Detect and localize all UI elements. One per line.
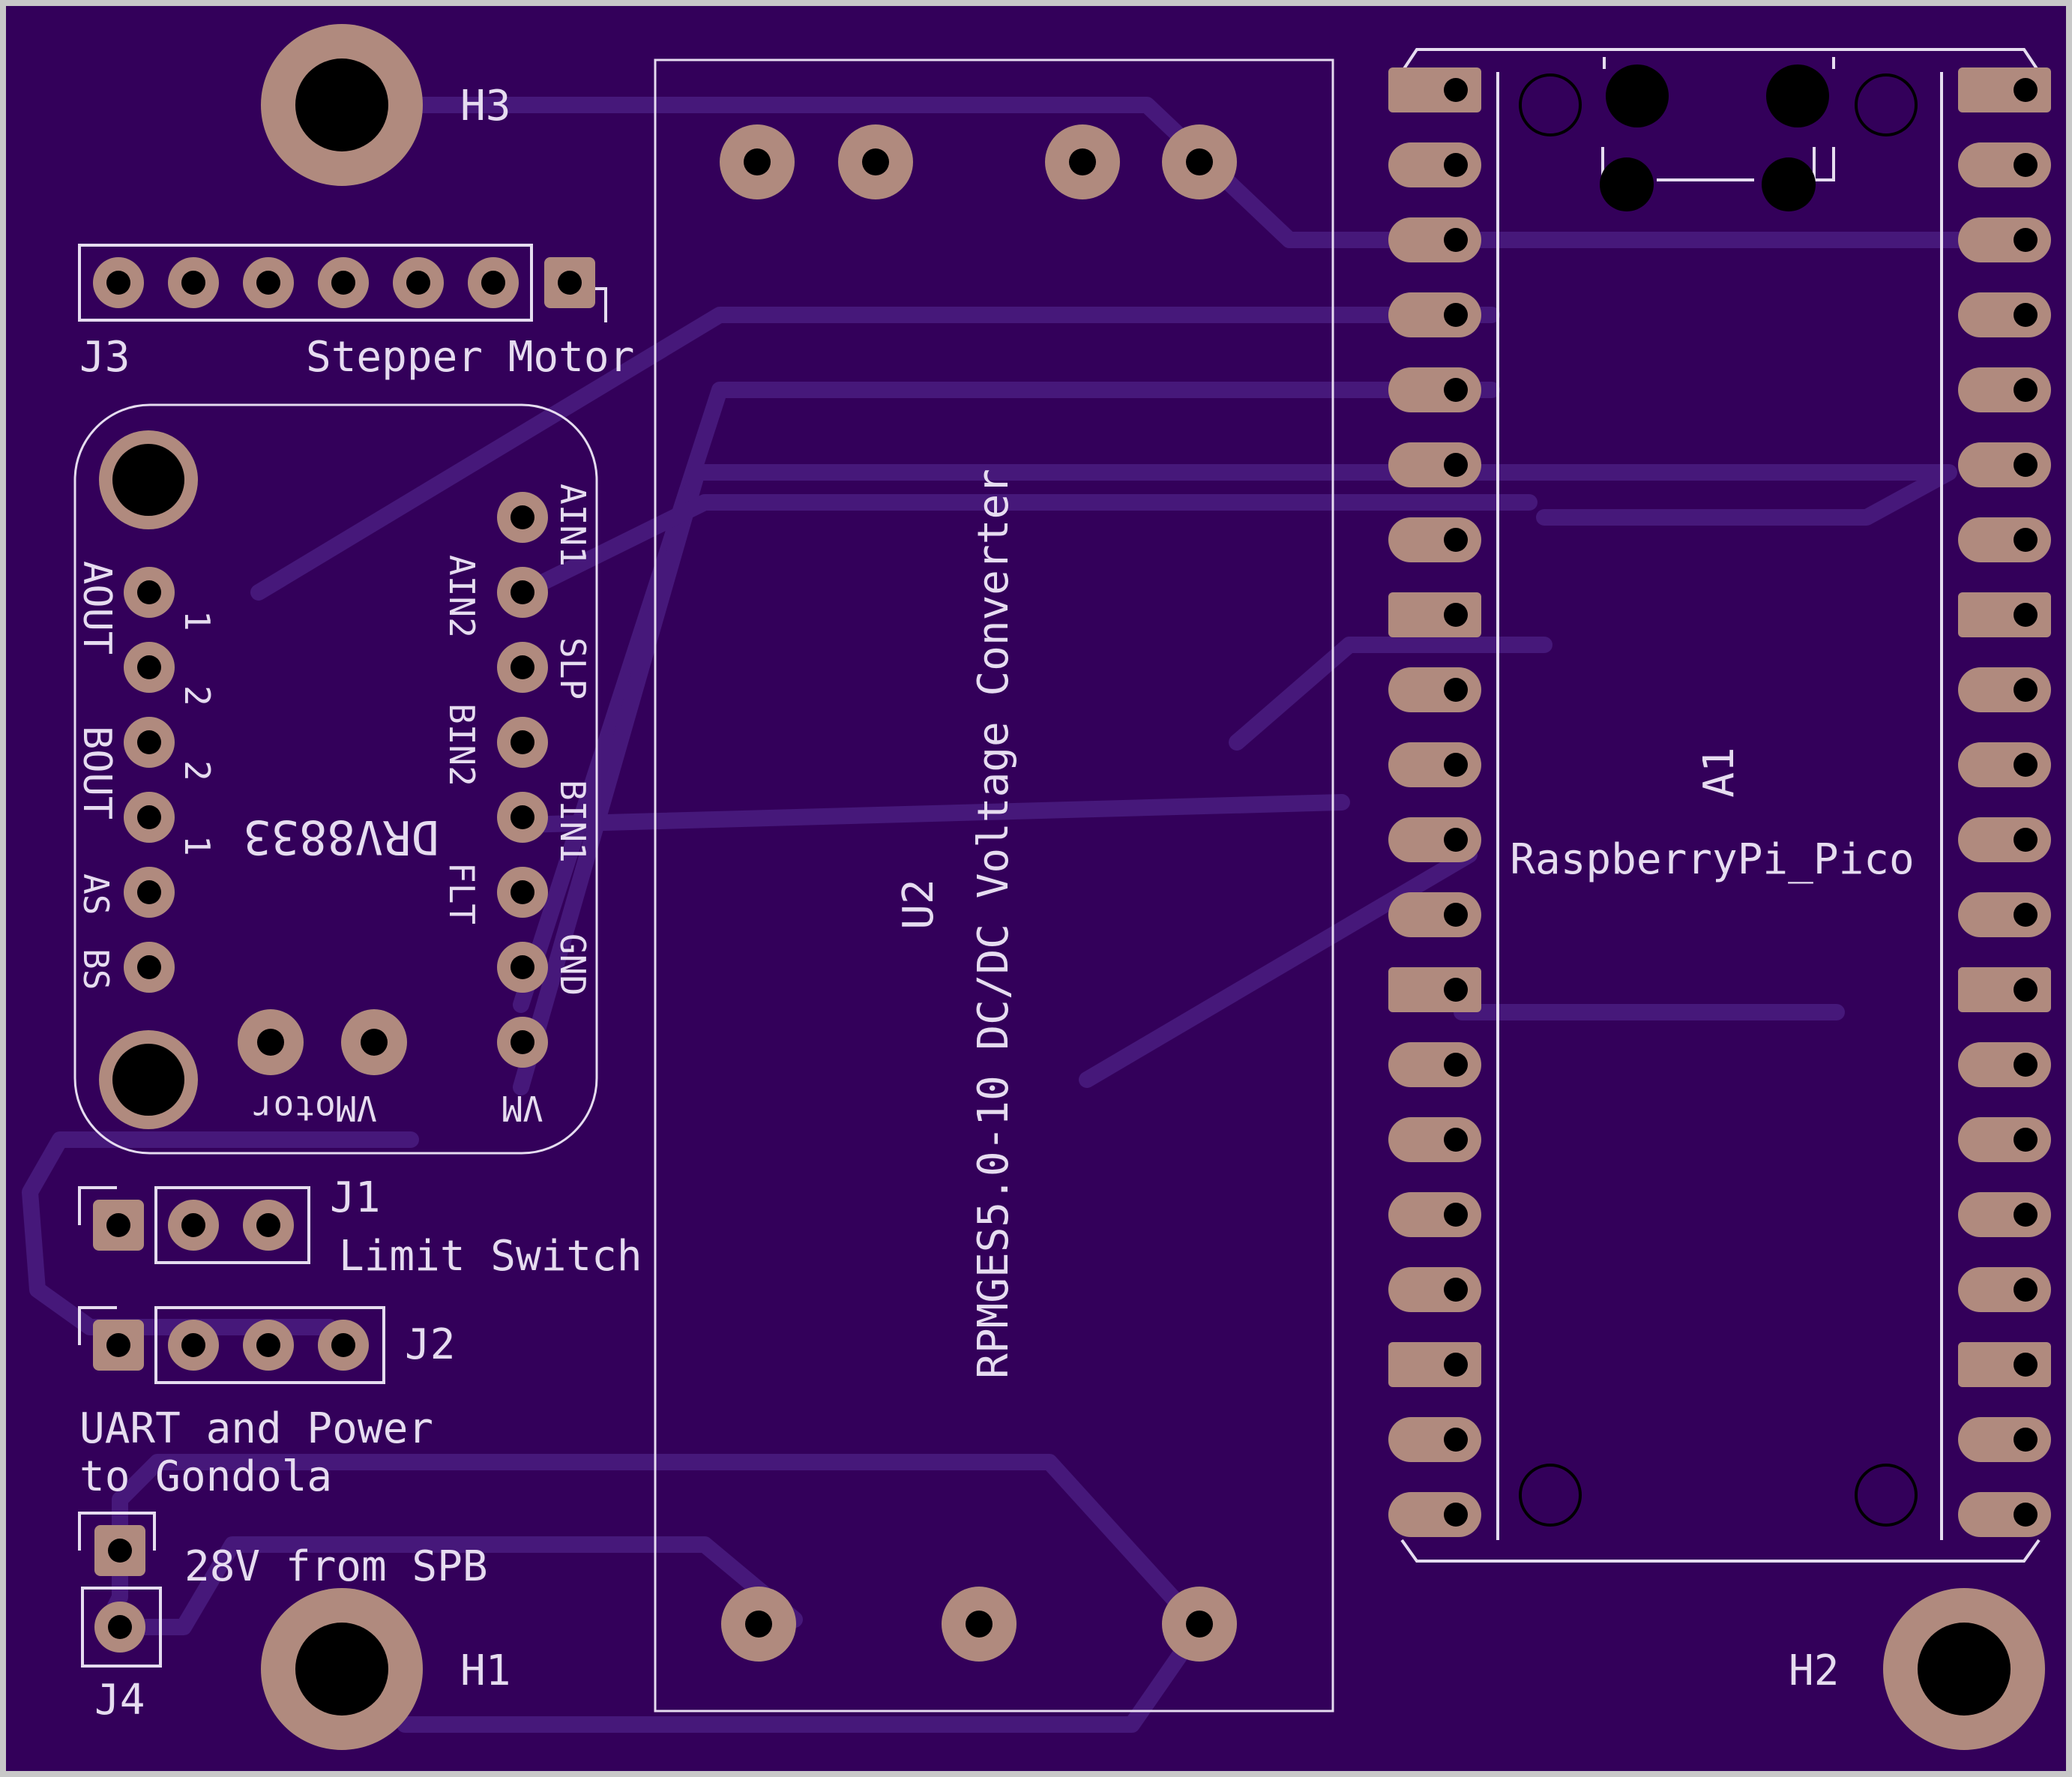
- j2-label-line1: UART and Power: [79, 1404, 433, 1453]
- pico-left-pin-drill: [1444, 528, 1468, 552]
- pico-right-pin-drill: [2014, 528, 2038, 552]
- h2-label: H2: [1789, 1647, 1839, 1695]
- copper-traces: [22, 97, 2002, 1733]
- j3-label: Stepper Motor: [306, 333, 634, 382]
- pico-left-pin-drill: [1444, 378, 1468, 402]
- j2-header: [78, 1306, 385, 1384]
- pico-left-pin-drill: [1444, 903, 1468, 927]
- drv-pin-vm: VM: [502, 1088, 543, 1128]
- pico-right-pin-drill: [2014, 1278, 2038, 1302]
- drv-aout: AOUT: [74, 561, 119, 655]
- pico-right-pin-drill: [2014, 603, 2038, 627]
- drv-pin-gnd: GND: [552, 933, 593, 996]
- pico-left-pin-drill: [1444, 978, 1468, 1002]
- pico-left-pin-drill: [1444, 1503, 1468, 1527]
- drv-pin-bin1: BIN1: [552, 780, 593, 863]
- drv-as-label: AS: [76, 874, 116, 915]
- pico-left-pin-row: [1388, 67, 1481, 1537]
- pico-left-pin-drill: [1444, 603, 1468, 627]
- pico-right-pin-row: [1958, 67, 2051, 1537]
- h3-label: H3: [460, 82, 511, 130]
- drv-pin-ain2: AIN2: [442, 555, 482, 638]
- j3-ref: J3: [79, 333, 130, 382]
- drv-bs-label: BS: [76, 948, 116, 990]
- pico-left-pin-drill: [1444, 1053, 1468, 1077]
- a1-value: RaspberryPi_Pico: [1510, 835, 1914, 884]
- pico-right-pin-drill: [2014, 753, 2038, 777]
- pico-left-pin-drill: [1444, 1428, 1468, 1452]
- drv-name: DRV8833: [243, 810, 439, 865]
- pico-left-pin-drill: [1444, 153, 1468, 177]
- a1-ref: A1: [1695, 747, 1744, 797]
- h1-label: H1: [460, 1647, 511, 1695]
- drv-pin-bin2: BIN2: [442, 703, 482, 787]
- drv-aout-pin-2: 2: [177, 685, 217, 706]
- drv8833-module: [73, 403, 598, 1155]
- u2-ref: U2: [894, 879, 943, 929]
- j3-header: [78, 244, 607, 322]
- pico-left-pin-drill: [1444, 1353, 1468, 1377]
- pico-right-pin-drill: [2014, 1353, 2038, 1377]
- j1-label: Limit Switch: [339, 1232, 642, 1281]
- pico-right-pin-drill: [2014, 903, 2038, 927]
- pico-left-pin-drill: [1444, 303, 1468, 327]
- pico-right-pin-drill: [2014, 378, 2038, 402]
- pico-right-pin-drill: [2014, 678, 2038, 702]
- pico-right-pin-drill: [2014, 78, 2038, 102]
- pico-left-pin-drill: [1444, 78, 1468, 102]
- drv-vmotor-label: VMotor: [253, 1088, 377, 1128]
- pico-right-pin-drill: [2014, 828, 2038, 852]
- pico-left-pin-drill: [1444, 228, 1468, 252]
- mounting-hole-h3: [261, 24, 423, 186]
- drv-pin-flt: FLT: [442, 862, 482, 924]
- j2-label-line2: to Gondola: [79, 1452, 332, 1501]
- mounting-hole-h2: [1883, 1588, 2045, 1750]
- drv-pin-ain1: AIN1: [552, 484, 593, 567]
- pico-right-pin-drill: [2014, 228, 2038, 252]
- pico-left-pin-drill: [1444, 1128, 1468, 1152]
- u2-value: RPMGES5.0-10 DC/DC Voltage Converter: [969, 469, 1018, 1379]
- a1-pico: [1388, 48, 2051, 1563]
- pico-right-pin-drill: [2014, 978, 2038, 1002]
- pico-right-pin-drill: [2014, 453, 2038, 477]
- j4-label: 28V from SPB: [184, 1542, 488, 1591]
- pico-right-pin-drill: [2014, 1428, 2038, 1452]
- j1-ref: J1: [330, 1173, 380, 1222]
- pico-right-pin-drill: [2014, 303, 2038, 327]
- drv-bout-pin-2: 2: [177, 760, 217, 781]
- pico-left-pin-drill: [1444, 828, 1468, 852]
- drv-pin-slp: SLP: [552, 637, 593, 700]
- pico-right-pin-drill: [2014, 1128, 2038, 1152]
- mounting-hole-h1: [261, 1588, 423, 1750]
- j4-header: [78, 1512, 162, 1668]
- pico-left-pin-drill: [1444, 678, 1468, 702]
- pico-right-pin-drill: [2014, 153, 2038, 177]
- pico-left-pin-drill: [1444, 753, 1468, 777]
- drv-bout: BOUT: [74, 726, 119, 820]
- drv-bout-pin-1: 1: [177, 835, 217, 856]
- pico-right-pin-drill: [2014, 1053, 2038, 1077]
- pico-right-pin-drill: [2014, 1503, 2038, 1527]
- j4-ref: J4: [94, 1676, 145, 1725]
- drv-aout-pin-1: 1: [177, 610, 217, 631]
- j1-header: [78, 1186, 310, 1264]
- pico-left-pin-drill: [1444, 1203, 1468, 1227]
- pico-left-pin-drill: [1444, 1278, 1468, 1302]
- u2-converter: [654, 58, 1334, 1713]
- pico-left-pin-drill: [1444, 453, 1468, 477]
- j2-ref: J2: [405, 1320, 455, 1369]
- pico-right-pin-drill: [2014, 1203, 2038, 1227]
